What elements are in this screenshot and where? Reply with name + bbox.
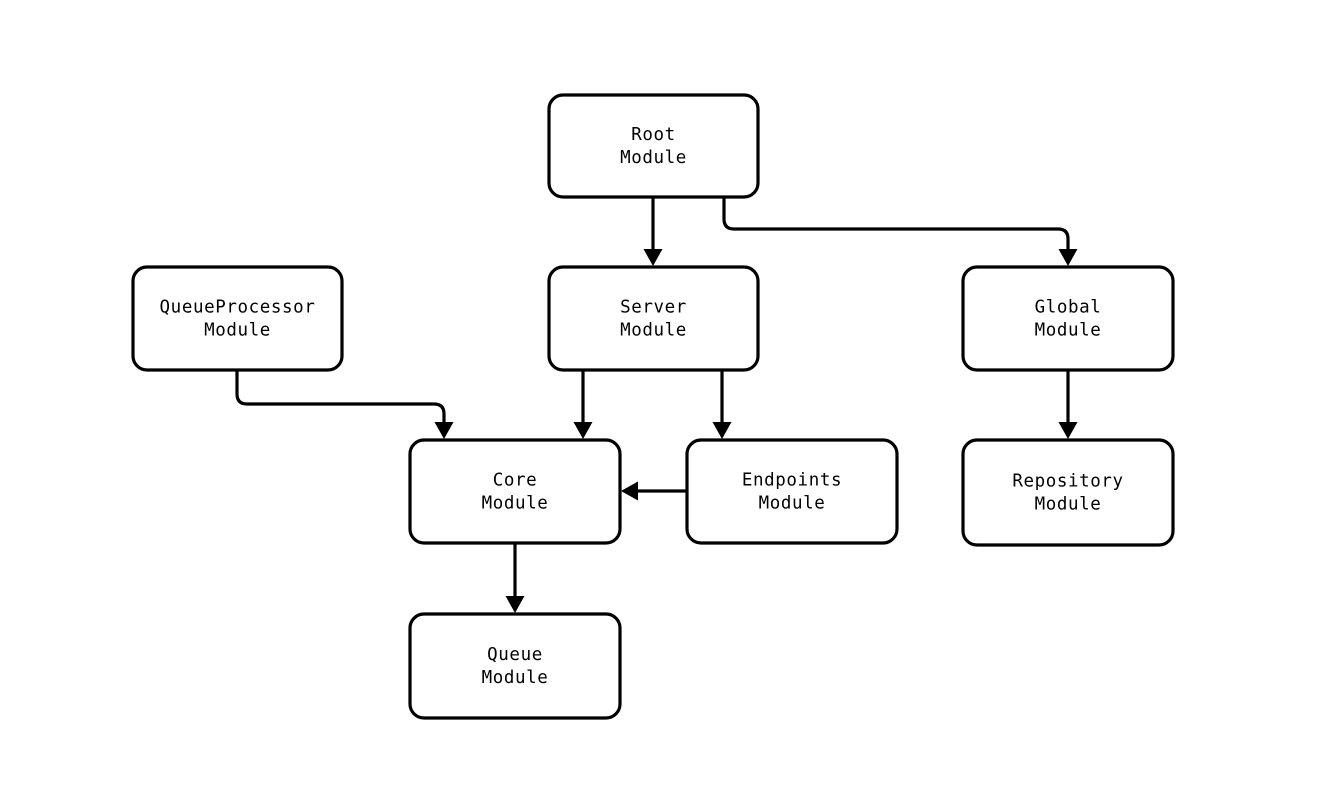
node-label-line1: Core [493, 471, 538, 491]
node-box[interactable] [408, 438, 622, 545]
edge-endpoints-to-core [621, 481, 687, 501]
node-box[interactable] [408, 612, 622, 720]
node-label-line1: Endpoints [742, 471, 842, 491]
edge-line [722, 197, 1070, 252]
nodes-layer: RootModuleQueueProcessorModuleServerModu… [131, 93, 1175, 720]
edge-root-to-server [643, 197, 663, 266]
edge-queueprocessor-to-core [235, 370, 454, 439]
edge-server-to-core [573, 370, 593, 439]
node-label-line1: Root [631, 125, 676, 145]
node-label-line1: QueueProcessor [160, 298, 316, 318]
node-label-line1: Repository [1012, 472, 1123, 492]
node-label-line1: Queue [487, 645, 543, 665]
node-label-line2: Module [620, 321, 687, 341]
node-label-line1: Global [1035, 298, 1102, 318]
edges-layer [235, 197, 1078, 613]
node-label-line2: Module [204, 321, 271, 341]
edge-line [235, 370, 446, 425]
arrowhead-icon [434, 422, 454, 439]
arrowhead-icon [573, 422, 593, 439]
edge-root-to-global [722, 197, 1078, 266]
node-label-line2: Module [482, 494, 549, 514]
edge-server-to-endpoints [712, 370, 732, 439]
node-label-line2: Module [620, 148, 687, 168]
node-box[interactable] [547, 265, 760, 372]
node-box[interactable] [961, 438, 1175, 547]
arrowhead-icon [1058, 249, 1078, 266]
arrowhead-icon [643, 249, 663, 266]
node-label-line2: Module [482, 668, 549, 688]
edge-global-to-repository [1058, 370, 1078, 439]
node-label-line2: Module [759, 494, 826, 514]
node-box[interactable] [547, 93, 760, 199]
node-label-line2: Module [1035, 495, 1102, 515]
node-label-line2: Module [1035, 321, 1102, 341]
arrowhead-icon [1058, 422, 1078, 439]
arrowhead-icon [505, 596, 525, 613]
node-box[interactable] [131, 265, 344, 372]
node-label-line1: Server [620, 298, 687, 318]
node-box[interactable] [961, 265, 1175, 372]
edge-core-to-queue [505, 543, 525, 613]
arrowhead-icon [621, 481, 638, 501]
node-box[interactable] [685, 438, 899, 545]
arrowhead-icon [712, 422, 732, 439]
